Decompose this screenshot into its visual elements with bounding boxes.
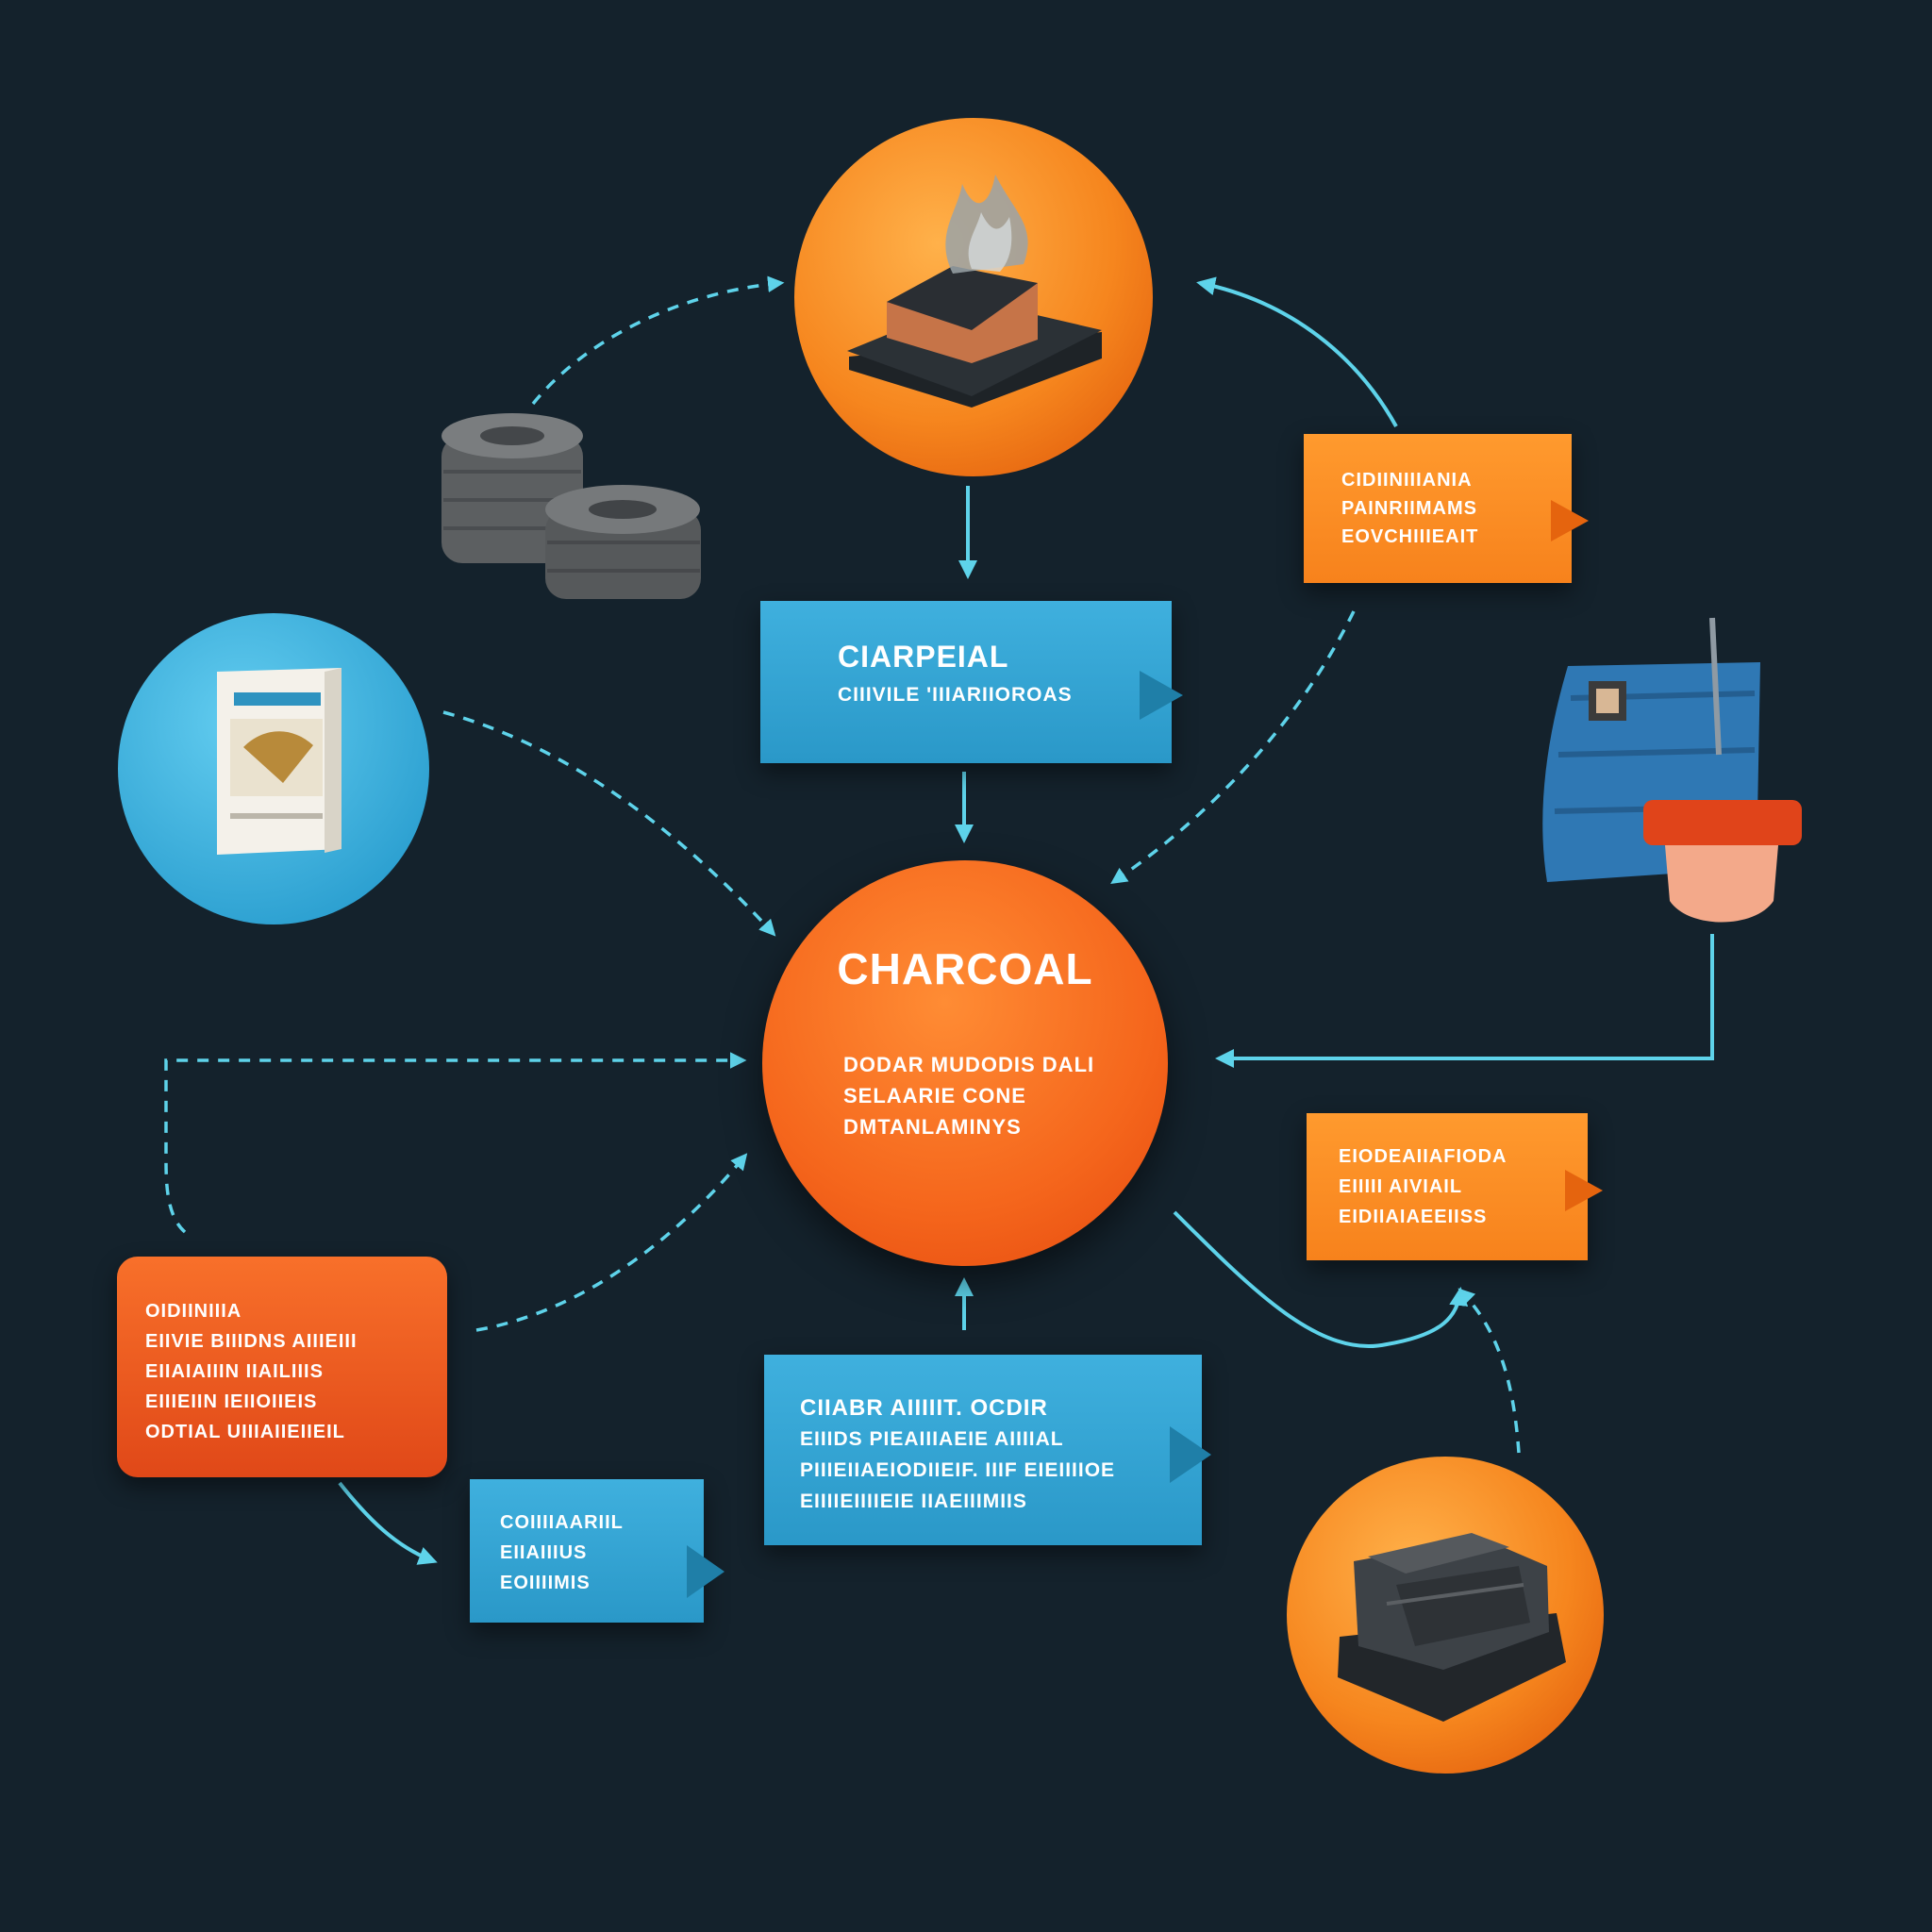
left-red-box-line: EIIIEIIN IEIIOIIEIS	[145, 1391, 318, 1412]
grill-icon	[1542, 617, 1802, 923]
connector-right-box-to-kiln	[1196, 276, 1398, 427]
bottom-box-line: EIIIIEIIIIEIE IIAEIIIMIIS	[800, 1491, 1027, 1512]
left-red-box-line: ODTIAL UIIIAIIEIIEIL	[145, 1422, 345, 1442]
top-right-box-line: EOVCHIIIEAIT	[1341, 526, 1479, 547]
mid-right-box-line: EIDIIAIAEEIISS	[1339, 1207, 1488, 1227]
connector-coal-to-kiln	[531, 275, 785, 406]
box-fold	[1140, 671, 1183, 720]
bottom-box-line: EIIIDS PIEAIIIAEIE AIIIIAL	[800, 1428, 1064, 1450]
left-red-box-line: OIDIINIIIA	[145, 1301, 242, 1322]
bottom-left-box-line: EOIIIIMIS	[500, 1573, 591, 1593]
mid-right-orange-box[interactable]: EIODEAIIAFIODA EIIIII AIVIAIL EIDIIAIAEE…	[1307, 1113, 1603, 1260]
connector-bag-to-center	[442, 710, 776, 937]
bottom-box-line: CIIABR AIIIIIT. OCDIR	[800, 1395, 1048, 1421]
mid-right-box-line: EIODEAIIAFIODA	[1339, 1146, 1507, 1167]
center-title: CHARCOAL	[837, 944, 1093, 993]
bottom-left-box-line: EIIAIIIUS	[500, 1542, 588, 1563]
left-red-box-line: EIIAIAIIIN IIAILIIIS	[145, 1361, 324, 1382]
box-fold	[1565, 1170, 1603, 1211]
charcoal-lumps-icon	[1287, 1457, 1604, 1774]
center-description: DODAR MUDODIS DALI SELAARIE CONE DMTANLA…	[843, 1049, 1168, 1142]
connector-redbox-to-bluebox	[338, 1481, 438, 1565]
top-right-box-line: CIDIINIIIANIA	[1341, 470, 1473, 491]
connector-right-box-to-center	[1110, 610, 1356, 884]
box-fold	[687, 1545, 724, 1598]
connector-center-to-midright	[1173, 1210, 1469, 1348]
connector-grill-to-center	[1215, 934, 1714, 1068]
top-right-orange-box[interactable]: CIDIINIIIANIA PAINRIIMAMS EOVCHIIIEAIT	[1304, 434, 1589, 583]
box-fold	[1170, 1426, 1211, 1483]
bottom-box-line: PIIIEIIAEIODIIEIF. IIIF EIEIIIIOE	[800, 1459, 1116, 1481]
center-line: DMTANLAMINYS	[843, 1115, 1022, 1139]
center-line: DODAR MUDODIS	[843, 1053, 1036, 1076]
center-charcoal-node[interactable]: CHARCOAL DODAR MUDODIS DALI SELAARIE CON…	[762, 860, 1168, 1266]
bottom-left-box-line: COIIIIAARIIL	[500, 1512, 624, 1533]
top-blue-box-title: CIARPEIAL	[838, 640, 1009, 674]
coal-discs-icon	[441, 413, 701, 599]
box-fold	[1551, 500, 1589, 541]
bottom-blue-box[interactable]: CIIABR AIIIIIT. OCDIR EIIIDS PIEAIIIAEIE…	[764, 1355, 1211, 1545]
kiln-fire-icon	[794, 118, 1153, 476]
connector-left-to-center	[164, 1052, 747, 1234]
left-red-box[interactable]: OIDIINIIIA EIIVIE BIIIDNS AIIIEIII EIIAI…	[117, 1257, 447, 1477]
top-right-box-line: PAINRIIMAMS	[1341, 498, 1477, 519]
top-blue-box-subtitle: CIIIVILE 'IIIARIIOROAS	[838, 684, 1073, 706]
left-red-box-line: EIIVIE BIIIDNS AIIIEIII	[145, 1331, 358, 1352]
mid-right-box-line: EIIIII AIVIAIL	[1339, 1176, 1463, 1197]
center-line: DALI SELAARIE CONE	[843, 1053, 1095, 1108]
connector-redbox-to-center	[475, 1153, 748, 1332]
bottom-left-blue-box[interactable]: COIIIIAARIIL EIIAIIIUS EOIIIIMIS	[470, 1479, 724, 1623]
connector-lumps-to-midright	[1457, 1288, 1521, 1454]
top-blue-box[interactable]: CIARPEIAL CIIIVILE 'IIIARIIOROAS	[760, 601, 1183, 763]
charcoal-bag-icon	[118, 613, 429, 924]
